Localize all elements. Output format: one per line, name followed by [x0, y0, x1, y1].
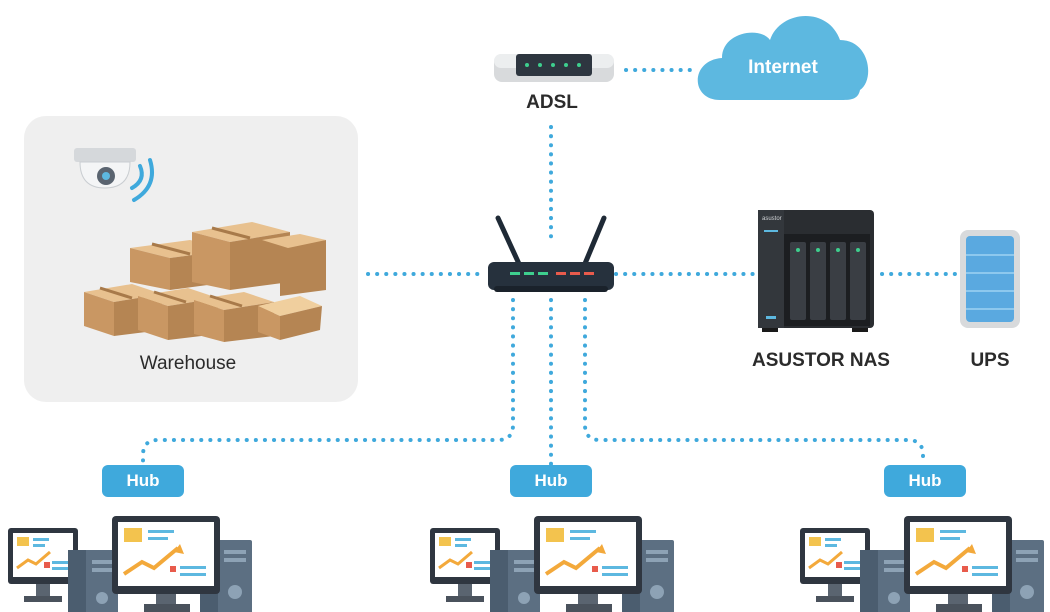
ups-icon [960, 230, 1020, 328]
hub-left: Hub [102, 465, 184, 497]
nas-brand-text: asustor [762, 216, 782, 222]
adsl-label: ADSL [526, 92, 578, 113]
ups-label: UPS [970, 350, 1010, 371]
network-links [141, 68, 957, 467]
workstations-icon-center [428, 514, 676, 612]
hub-right: Hub [884, 465, 966, 497]
workstations-icon-left [6, 514, 254, 612]
link-router-hub-left [141, 298, 515, 467]
hub-center: Hub [510, 465, 592, 497]
warehouse-label: Warehouse [139, 353, 237, 374]
workstations-icon-right [798, 514, 1046, 612]
security-camera-icon [74, 148, 154, 202]
boxes-icon [84, 222, 326, 342]
nas-label: ASUSTOR NAS [752, 350, 890, 371]
cloud-icon [697, 15, 869, 100]
router-icon [488, 215, 614, 292]
internet-label: Internet [748, 57, 818, 78]
nas-icon: asustor [758, 210, 874, 332]
adsl-modem-icon [494, 54, 614, 82]
